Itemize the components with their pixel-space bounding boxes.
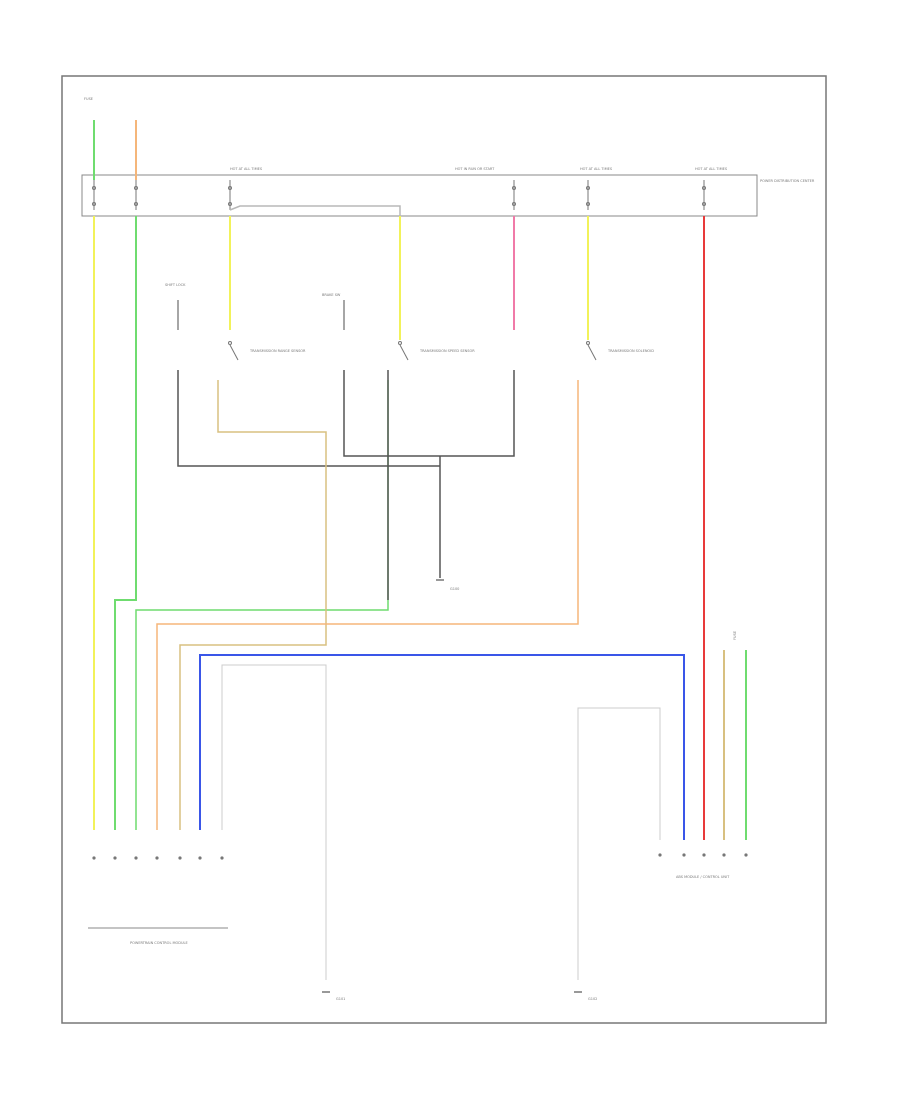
fuse-6 bbox=[702, 180, 706, 210]
hot-label-2: HOT IN RUN OR START bbox=[455, 167, 495, 171]
ground-center-label: G100 bbox=[450, 587, 459, 591]
switch-1-label: TRANSMISSION RANGE SENSOR bbox=[249, 349, 306, 353]
switch-3 bbox=[586, 341, 597, 361]
hot-label-1: HOT AT ALL TIMES bbox=[230, 167, 263, 171]
pdc-label: POWER DISTRIBUTION CENTER bbox=[760, 179, 815, 183]
right-upper-label-1: FUSE bbox=[733, 631, 737, 640]
abs-label: ABS MODULE / CONTROL UNIT bbox=[676, 875, 730, 879]
wire-gray-pcm bbox=[221, 664, 327, 980]
diagram-frame bbox=[61, 75, 827, 1024]
fuse-1 bbox=[92, 180, 96, 210]
fuse-5 bbox=[586, 180, 590, 210]
power-distribution-center bbox=[81, 174, 758, 217]
wire-orange bbox=[156, 380, 579, 830]
ground-abs-label: G102 bbox=[588, 997, 597, 1001]
switch-3-label: TRANSMISSION SOLENOID bbox=[607, 349, 654, 353]
component-a-label: SHIFT LOCK bbox=[165, 283, 186, 287]
wire-blue bbox=[199, 654, 685, 840]
fuse-left-label: FUSE bbox=[84, 97, 93, 101]
ground-pcm-label: G101 bbox=[336, 997, 345, 1001]
wire-gray-abs bbox=[577, 707, 661, 980]
wire-black-mid bbox=[343, 370, 515, 457]
pcm-pins bbox=[92, 856, 224, 860]
abs-pins bbox=[658, 853, 748, 857]
wire-green-2 bbox=[135, 380, 389, 830]
hot-label-3: HOT AT ALL TIMES bbox=[580, 167, 613, 171]
fuse-2 bbox=[134, 180, 138, 210]
wire-tan bbox=[179, 380, 327, 830]
fuse-3 bbox=[228, 180, 232, 210]
fuse-4 bbox=[512, 180, 516, 210]
switch-2-label: TRANSMISSION SPEED SENSOR bbox=[419, 349, 475, 353]
wire-green-main bbox=[114, 216, 137, 830]
pcm-label: POWERTRAIN CONTROL MODULE bbox=[130, 941, 188, 945]
switch-2 bbox=[398, 341, 409, 361]
hot-label-4: HOT AT ALL TIMES bbox=[695, 167, 728, 171]
wire-gray-bus bbox=[229, 205, 401, 216]
switch-1 bbox=[228, 341, 239, 361]
component-b-label: BRAKE SW bbox=[322, 293, 341, 297]
wire-black-left bbox=[177, 370, 440, 467]
